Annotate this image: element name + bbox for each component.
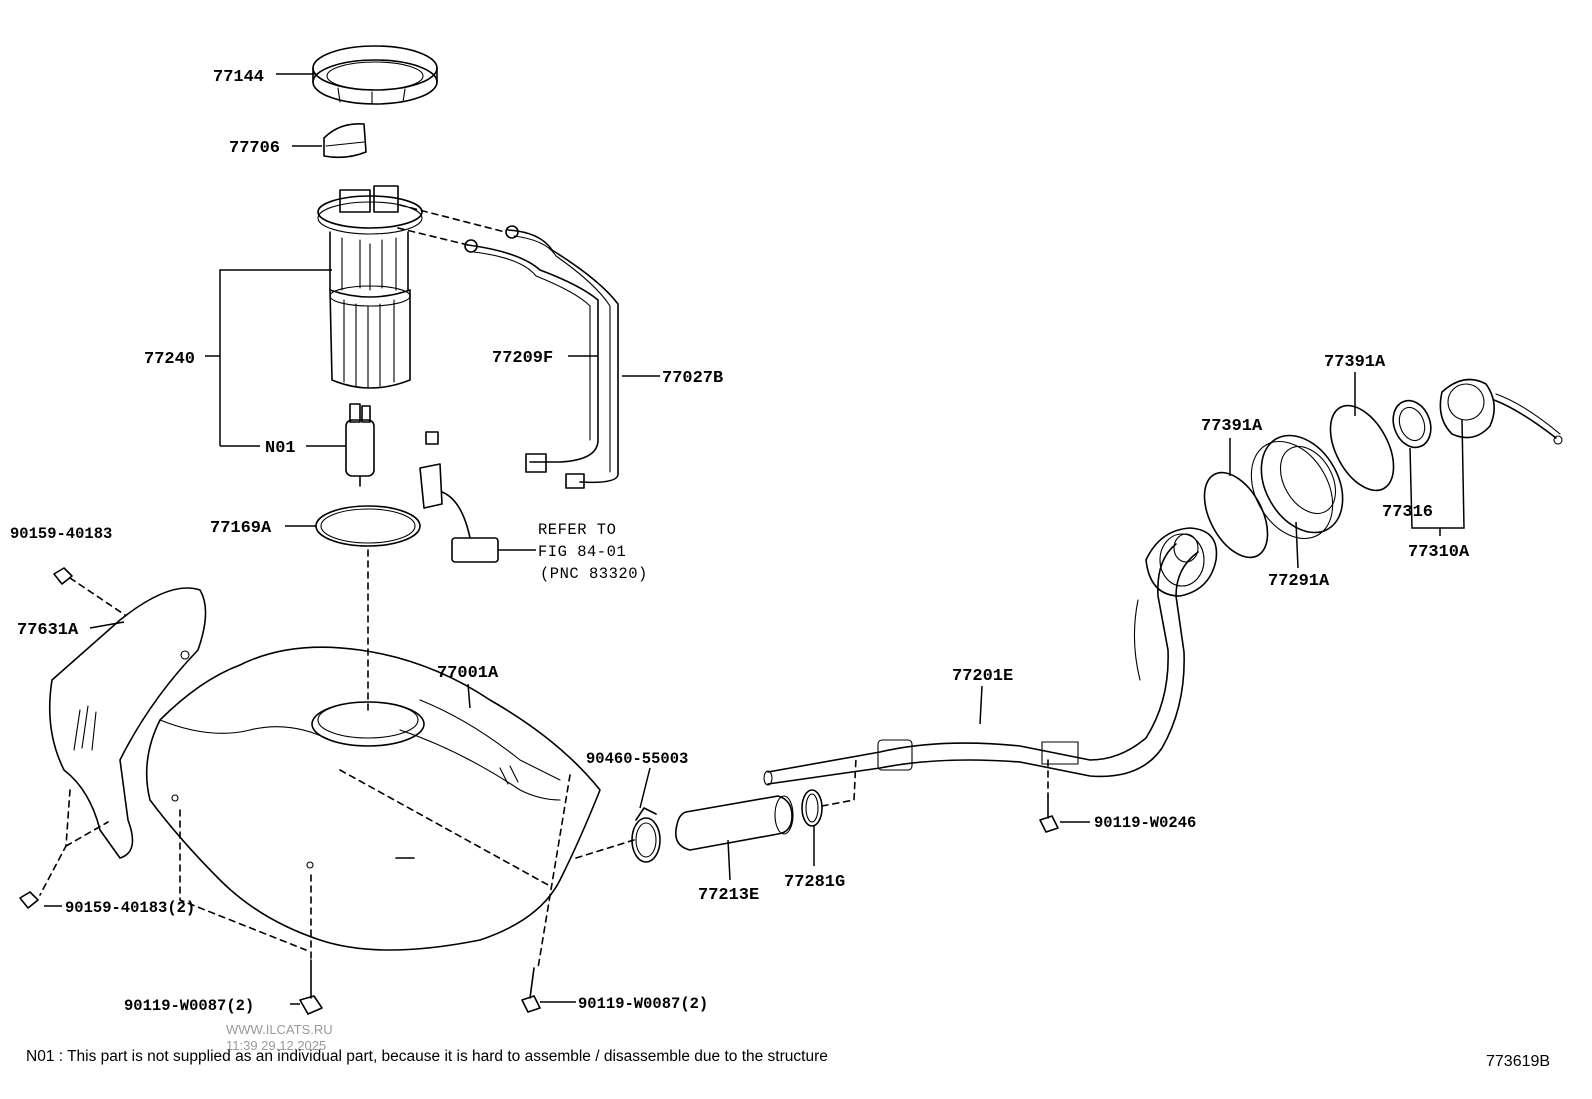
bezel-drawing: [1250, 434, 1344, 540]
part-label-77169a[interactable]: 77169A: [210, 519, 272, 538]
watermark-site: WWW.ILCATS.RU: [226, 1022, 333, 1037]
part-label-77281g[interactable]: 77281G: [784, 873, 845, 892]
part-label-90119-w0087-right[interactable]: 90119-W0087(2): [578, 995, 708, 1013]
fuel-tank-drawing: [145, 646, 601, 951]
fuel-filter-drawing: [345, 403, 375, 487]
figure-code: 773619B: [1486, 1053, 1550, 1070]
fuel-tube-drawing: [464, 225, 619, 489]
part-label-77706[interactable]: 77706: [229, 139, 280, 158]
pump-cap-drawing: [323, 122, 367, 159]
filler-pipe-drawing: [763, 527, 1218, 786]
part-label-77631a[interactable]: 77631A: [17, 621, 79, 640]
part-label-n01[interactable]: N01: [265, 439, 296, 458]
fuel-pump-assembly-drawing: [317, 185, 423, 389]
fuel-cap-drawing: [1439, 378, 1563, 445]
part-labels: 77144 77706 77240 N01 77209F 77027B 7716…: [10, 68, 1470, 1015]
gasket-drawing: [315, 505, 421, 547]
reference-line-1: REFER TO: [538, 521, 616, 539]
part-label-90159-40183-top[interactable]: 90159-40183: [10, 525, 112, 543]
part-label-90119-w0246[interactable]: 90119-W0246: [1094, 814, 1196, 832]
ring-drawing-left: [1203, 471, 1269, 559]
part-label-77209f[interactable]: 77209F: [492, 349, 553, 368]
part-label-77316[interactable]: 77316: [1382, 503, 1433, 522]
part-label-77391a-left[interactable]: 77391A: [1201, 417, 1263, 436]
watermark-timestamp: 11:39 29.12.2025: [226, 1038, 326, 1053]
part-label-77213e[interactable]: 77213E: [698, 886, 759, 905]
part-label-77144[interactable]: 77144: [213, 68, 264, 87]
part-label-90119-w0087-left[interactable]: 90119-W0087(2): [124, 997, 254, 1015]
part-label-77391a-right[interactable]: 77391A: [1324, 353, 1386, 372]
sender-gauge-drawing: [419, 431, 499, 563]
cap-gasket-drawing: [1392, 399, 1432, 449]
part-label-77001a[interactable]: 77001A: [437, 664, 499, 683]
footnote: N01 : This part is not supplied as an in…: [26, 1048, 828, 1065]
leader-lines: [44, 73, 1465, 1005]
part-label-77291a[interactable]: 77291A: [1268, 572, 1330, 591]
hose-clamp-small-drawing: [801, 789, 823, 827]
hose-clamp-drawing: [631, 807, 661, 863]
part-label-90460-55003[interactable]: 90460-55003: [586, 750, 688, 768]
part-label-77201e[interactable]: 77201E: [952, 667, 1013, 686]
reference-line-3: (PNC 83320): [540, 565, 648, 583]
heat-protector-drawing: [48, 587, 207, 859]
filler-hose-drawing: [674, 795, 794, 851]
part-label-90159-40183-bottom[interactable]: 90159-40183(2): [65, 899, 195, 917]
bolt-drawings: [19, 567, 1059, 1015]
part-label-77027b[interactable]: 77027B: [662, 369, 723, 388]
retainer-ring-drawing: [312, 45, 438, 105]
part-label-77310a[interactable]: 77310A: [1408, 543, 1470, 562]
reference-line-2[interactable]: FIG 84-01: [538, 543, 626, 561]
diagram-artwork: [19, 45, 1563, 1015]
part-label-77240[interactable]: 77240: [144, 350, 195, 369]
ring-drawing-right: [1329, 404, 1395, 492]
reference-note: REFER TO FIG 84-01 (PNC 83320): [538, 521, 648, 583]
